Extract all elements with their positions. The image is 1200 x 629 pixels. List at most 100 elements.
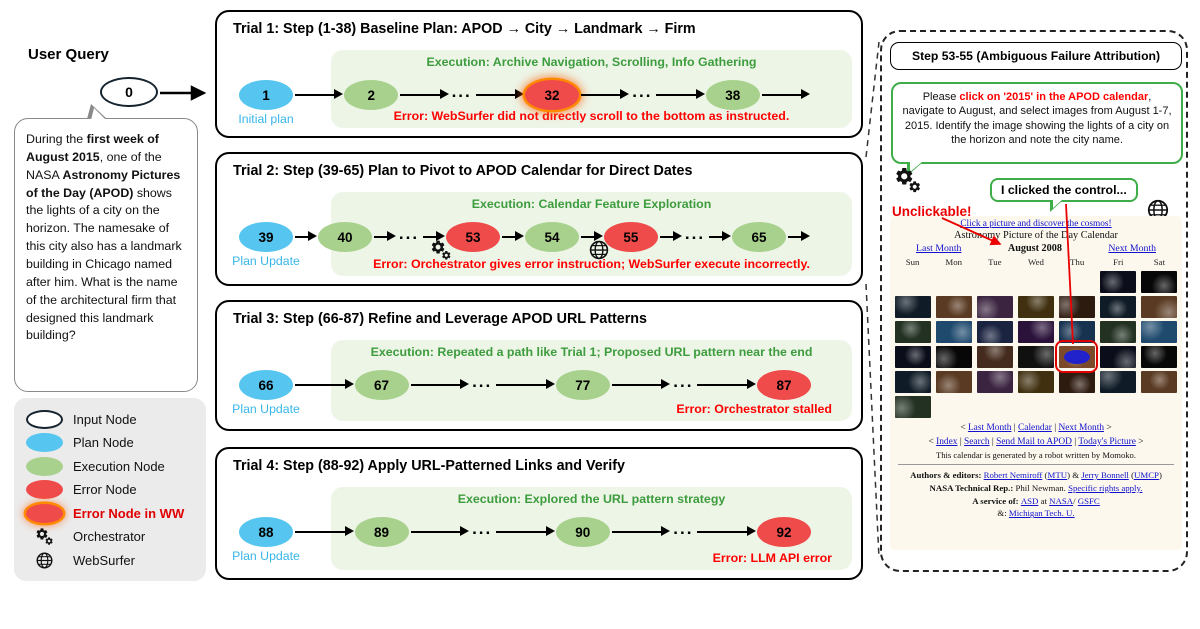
- calendar-cell: [1055, 340, 1098, 373]
- calendar-cell: [1015, 369, 1056, 394]
- text-segment: NASA Technical Rep.:: [929, 482, 1016, 493]
- calendar-nav-links: < Last Month | Calendar | Next Month >: [890, 423, 1182, 433]
- text-segment: at: [1038, 495, 1050, 506]
- calendar-cell: [1015, 319, 1056, 344]
- user-query-text: During the first week of August 2015, on…: [26, 131, 186, 345]
- text-segment: Please: [922, 91, 960, 103]
- link[interactable]: Last Month: [967, 423, 1012, 433]
- next-month-link[interactable]: Next Month: [1108, 243, 1156, 254]
- link[interactable]: Send Mail to APOD: [996, 437, 1072, 447]
- calendar-thumbnail[interactable]: [1140, 370, 1177, 393]
- gear-icon: [430, 239, 452, 261]
- calendar-cell: [1015, 294, 1056, 319]
- trial-2-title: Trial 2: Step (39-65) Plan to Pivot to A…: [233, 163, 693, 179]
- legend-label: Plan Node: [73, 435, 134, 450]
- calendar-thumbnail[interactable]: [976, 345, 1013, 368]
- calendar-thumbnail[interactable]: [1140, 320, 1177, 343]
- link[interactable]: ASD: [1020, 495, 1039, 506]
- calendar-thumbnail[interactable]: [894, 320, 931, 343]
- calendar-thumbnail[interactable]: [1099, 345, 1136, 368]
- calendar-tagline-link[interactable]: Click a picture and discover the cosmos!: [960, 219, 1112, 229]
- calendar-thumbnail[interactable]: [1099, 295, 1136, 318]
- link[interactable]: Michigan Tech. U.: [1008, 508, 1075, 519]
- link[interactable]: Jerry Bonnell: [1081, 470, 1129, 480]
- flow-arrow: [611, 525, 670, 537]
- zoom-panel-title: Step 53-55 (Ambiguous Failure Attributio…: [890, 42, 1182, 70]
- text-segment: click on '2015' in the APOD calendar: [959, 91, 1149, 103]
- link[interactable]: Today's Picture: [1078, 437, 1136, 447]
- gear-icon: [26, 527, 63, 546]
- day-header: Sun: [905, 257, 920, 267]
- step-node-1: 1: [239, 80, 293, 110]
- calendar-thumbnail[interactable]: [894, 370, 931, 393]
- trial-3-box: Trial 3: Step (66-87) Refine and Leverag…: [215, 300, 863, 431]
- plan-label: Initial plan: [238, 112, 294, 126]
- link[interactable]: Calendar: [1018, 423, 1052, 433]
- calendar-thumbnail[interactable]: [894, 395, 931, 418]
- calendar-thumbnail[interactable]: [1017, 295, 1054, 318]
- calendar-thumbnail[interactable]: [976, 320, 1013, 343]
- link[interactable]: Search: [964, 437, 990, 447]
- text-segment: >: [1135, 437, 1144, 447]
- flow-arrow: [410, 525, 469, 537]
- calendar-thumbnail[interactable]: [976, 295, 1013, 318]
- calendar-thumbnail[interactable]: [1140, 295, 1177, 318]
- trial-2-execution-text: Execution: Calendar Feature Exploration: [471, 197, 712, 211]
- calendar-thumbnail[interactable]: [1099, 270, 1136, 293]
- calendar-thumbnail[interactable]: [1140, 270, 1177, 293]
- plan-node-swatch: [26, 433, 63, 452]
- calendar-cell: [1015, 344, 1056, 369]
- error-ww-node-swatch: [26, 503, 63, 523]
- calendar-cell: [1097, 269, 1138, 294]
- calendar-thumbnail[interactable]: [1058, 370, 1095, 393]
- calendar-thumbnail[interactable]: [1099, 320, 1136, 343]
- trial-4-box: Trial 4: Step (88-92) Apply URL-Patterne…: [215, 447, 863, 580]
- step-node-54: 54: [524, 222, 579, 252]
- flow-arrow: [423, 230, 445, 242]
- calendar-thumbnail[interactable]: [1017, 370, 1054, 393]
- user-query-bubble: During the first week of August 2015, on…: [14, 104, 198, 392]
- link[interactable]: Index: [936, 437, 958, 447]
- calendar-thumbnail[interactable]: [976, 370, 1013, 393]
- globe-icon: [588, 239, 610, 261]
- calendar-thumbnail[interactable]: [894, 345, 931, 368]
- link[interactable]: NASA: [1049, 495, 1074, 506]
- link[interactable]: Robert Nemiroff: [983, 470, 1043, 480]
- link[interactable]: GSFC: [1077, 495, 1100, 506]
- trial-1-title: Trial 1: Step (1-38) Baseline Plan: APOD…: [233, 21, 696, 37]
- websurfer-speech-text: I clicked the control...: [1001, 183, 1127, 197]
- legend-item-execution: Execution Node: [26, 455, 194, 477]
- link[interactable]: UMCP: [1134, 470, 1159, 480]
- calendar-thumbnail[interactable]: [935, 345, 972, 368]
- link[interactable]: Next Month: [1058, 423, 1105, 433]
- calendar-thumbnail[interactable]: [894, 295, 931, 318]
- text-segment: &:: [997, 508, 1009, 519]
- legend-item-input: Input Node: [26, 408, 194, 430]
- calendar-cell: [892, 369, 933, 394]
- calendar-cell: [1056, 369, 1097, 394]
- flow-arrow: [496, 525, 555, 537]
- plan-label: Plan Update: [232, 549, 300, 563]
- calendar-thumbnail[interactable]: [1017, 320, 1054, 343]
- link[interactable]: Specific rights apply.: [1068, 482, 1143, 493]
- calendar-thumbnail[interactable]: [935, 320, 972, 343]
- calendar-thumbnail[interactable]: [1099, 370, 1136, 393]
- calendar-cell: [1056, 394, 1097, 419]
- calendar-grid-row: [892, 340, 1180, 373]
- calendar-thumbnail[interactable]: [1017, 345, 1054, 368]
- calendar-cell: [1097, 394, 1138, 419]
- calendar-cell: [1138, 344, 1179, 369]
- last-month-link[interactable]: Last Month: [916, 243, 962, 254]
- legend-label: Error Node in WW: [73, 505, 185, 521]
- calendar-thumbnail[interactable]: [935, 295, 972, 318]
- legend-label: WebSurfer: [73, 552, 135, 568]
- calendar-thumbnail[interactable]: [1140, 345, 1177, 368]
- calendar-thumbnail[interactable]: [1058, 295, 1095, 318]
- calendar-cell: [933, 319, 974, 344]
- calendar-thumbnail[interactable]: [935, 370, 972, 393]
- apod-calendar-screenshot: Click a picture and discover the cosmos!…: [890, 216, 1182, 550]
- link[interactable]: MTU: [1047, 470, 1068, 480]
- step-node-66: 66: [239, 370, 293, 400]
- day-header: Fri: [1113, 257, 1124, 267]
